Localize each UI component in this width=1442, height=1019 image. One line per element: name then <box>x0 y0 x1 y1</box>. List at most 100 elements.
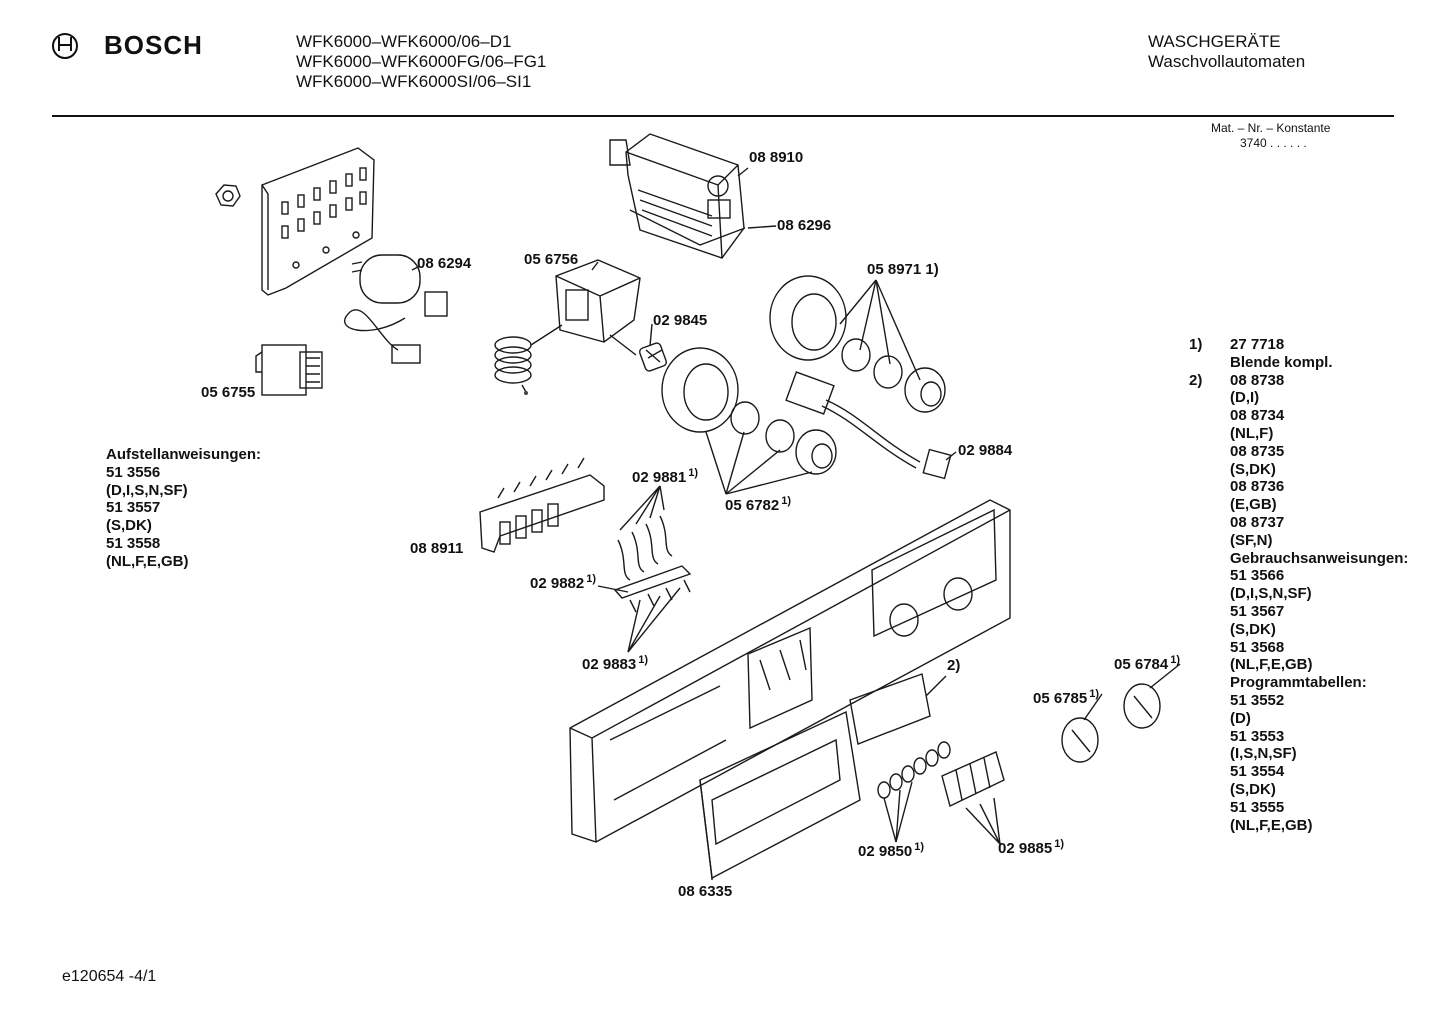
notes-line: 51 3553 <box>1230 727 1285 745</box>
installation-instructions: Aufstellanweisungen: 51 3556 (D,I,S,N,SF… <box>106 446 261 571</box>
notes-line: 08 8736 <box>1230 478 1285 496</box>
model-line: WFK6000–WFK6000/06–D1 <box>296 32 512 51</box>
notes-line: (NL,F,E,GB) <box>1230 816 1313 834</box>
footnote-marker: 1) <box>586 573 597 585</box>
pressure-switch <box>609 133 746 259</box>
notes-line: (E,GB) <box>1230 496 1277 514</box>
part-label: 08 8910 <box>749 149 804 166</box>
footnote-marker: 1) <box>1170 654 1181 666</box>
block-line: (D,I,S,N,SF) <box>106 481 188 499</box>
block-line: 51 3556 <box>106 463 161 481</box>
hex-nut-icon <box>215 184 241 207</box>
mounting-plate <box>261 147 375 296</box>
model-list: WFK6000–WFK6000/06–D1 WFK6000–WFK6000FG/… <box>296 32 546 92</box>
part-label: 05 6756 <box>524 251 579 268</box>
note-marker-1: 1) <box>1189 336 1203 353</box>
notes-line: 27 7718 <box>1230 336 1285 353</box>
part-label: 08 6335 <box>678 883 733 900</box>
contact-springs <box>613 515 692 613</box>
part-label: 05 6755 <box>201 384 256 401</box>
part-label: 2) <box>947 657 961 674</box>
notes-line: 51 3554 <box>1230 763 1285 781</box>
part-label: 02 9845 <box>653 312 708 329</box>
notes-line: (D,I) <box>1230 389 1260 407</box>
notes-line: (D,I,S,N,SF) <box>1230 585 1312 603</box>
notes-line: 51 3567 <box>1230 602 1285 620</box>
block-title: Aufstellanweisungen: <box>106 446 262 463</box>
notes-line: 51 3568 <box>1230 638 1285 656</box>
selector-drums <box>795 367 946 475</box>
part-number: 02 9881 <box>632 469 687 486</box>
notes-line: 08 8738 <box>1230 371 1285 389</box>
notes-line: Gebrauchsanweisungen: <box>1230 549 1409 567</box>
control-panel-frame <box>569 499 1011 843</box>
push-buttons <box>877 741 1005 807</box>
notes-line: (D) <box>1230 709 1251 727</box>
mat-nr-label: Mat. – Nr. – Konstante <box>1211 121 1331 135</box>
notes-line: (NL,F,E,GB) <box>1230 656 1313 674</box>
part-number: 05 6784 <box>1114 656 1169 673</box>
part-label: 02 9884 <box>958 442 1013 459</box>
footnote-marker: 1) <box>781 495 792 507</box>
notes-line: 08 8737 <box>1230 513 1285 531</box>
part-number: 02 9882 <box>530 575 585 592</box>
notes-line: (I,S,N,SF) <box>1230 745 1297 763</box>
bosch-armature-icon <box>52 32 78 59</box>
model-line: WFK6000–WFK6000SI/06–SI1 <box>296 72 532 91</box>
notes-line: (S,DK) <box>1230 620 1276 638</box>
category: WASCHGERÄTE <box>1148 32 1281 51</box>
notes-line: (SF,N) <box>1230 531 1273 549</box>
brand-name: BOSCH <box>104 30 203 60</box>
part-label: 08 8911 <box>410 540 464 557</box>
category-block: WASCHGERÄTE Waschvollautomaten <box>1148 32 1305 72</box>
model-line: WFK6000–WFK6000FG/06–FG1 <box>296 52 547 71</box>
knob-cap-right <box>769 275 847 361</box>
coupling-part <box>638 342 668 372</box>
part-number: 02 9850 <box>858 843 913 860</box>
notes-line: Blende kompl. <box>1230 353 1333 371</box>
notes-line: (S,DK) <box>1230 460 1276 478</box>
part-number: 05 6782 <box>725 497 780 514</box>
relay-component <box>255 344 323 396</box>
brand-logo: BOSCH <box>52 30 203 61</box>
part-number: 05 6785 <box>1033 690 1088 707</box>
part-number: 02 9885 <box>998 840 1053 857</box>
timer-unit <box>494 259 641 395</box>
notes-line: (S,DK) <box>1230 780 1276 798</box>
notes-line: 08 8735 <box>1230 442 1285 460</box>
membrane-panel <box>849 673 931 745</box>
notes-line: 51 3552 <box>1230 691 1285 709</box>
part-label: 08 6296 <box>777 217 832 234</box>
block-line: (S,DK) <box>106 517 152 535</box>
control-knobs <box>1061 683 1161 763</box>
knob-cap-left <box>661 347 739 433</box>
footnote-marker: 1) <box>1054 838 1065 850</box>
notes-line: 51 3566 <box>1230 567 1285 585</box>
scale-rings <box>730 338 903 453</box>
part-number: 02 9883 <box>582 656 637 673</box>
header-rule <box>52 115 1394 117</box>
notes-line: 51 3555 <box>1230 798 1285 816</box>
connector-cable <box>785 371 952 480</box>
document-code: e120654 -4/1 <box>62 968 157 985</box>
leader-lines <box>411 167 1181 880</box>
notes-line: Programmtabellen: <box>1230 674 1367 692</box>
block-line: 51 3557 <box>106 499 161 517</box>
footnote-marker: 1) <box>688 467 699 479</box>
subcategory: Waschvollautomaten <box>1148 52 1306 71</box>
switch-block <box>479 457 605 553</box>
notes-line: 08 8734 <box>1230 407 1285 425</box>
footnote-marker: 1) <box>1089 688 1100 700</box>
part-label: 08 6294 <box>417 255 472 272</box>
notes-line: (NL,F) <box>1230 424 1274 442</box>
part-label: 05 8971 1) <box>867 261 939 278</box>
interference-suppressor <box>343 254 448 364</box>
